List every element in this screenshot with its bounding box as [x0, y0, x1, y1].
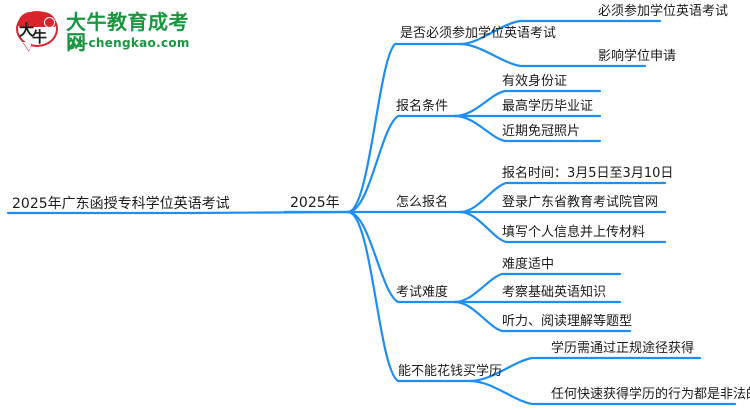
- mindmap-leaf-legit-channel-label: 学历需通过正规途径获得: [551, 341, 695, 356]
- bubble-tail-shape: [23, 42, 32, 51]
- logo-title: 大牛教育成考网: [66, 10, 189, 54]
- mindmap-branch-requirements[interactable]: 报名条件: [394, 100, 450, 116]
- mindmap-leaf-must-attend-label: 必须参加学位英语考试: [598, 4, 729, 19]
- mindmap-leaf-id-card[interactable]: 有效身份证: [500, 75, 569, 91]
- mindmap-leaf-photo-label: 近期免冠照片: [502, 124, 581, 139]
- mindmap-leaf-diploma-label: 最高学历毕业证: [502, 99, 594, 114]
- mindmap-leaf-moderate[interactable]: 难度适中: [500, 258, 556, 274]
- mindmap-leaf-fill-info-label: 填写个人信息并上传材料: [502, 225, 646, 240]
- mindmap-leaf-must-attend[interactable]: 必须参加学位英语考试: [596, 5, 730, 21]
- mindmap-branch-exam-required-label: 是否必须参加学位英语考试: [400, 26, 557, 41]
- mindmap-branch-buy-degree-label: 能不能花钱买学历: [398, 364, 503, 379]
- mindmap-leaf-photo[interactable]: 近期免冠照片: [500, 125, 582, 141]
- mindmap-branch-difficulty[interactable]: 考试难度: [394, 286, 450, 302]
- mindmap-node-2025[interactable]: 2025年: [288, 196, 342, 213]
- mindmap-branch-exam-required[interactable]: 是否必须参加学位英语考试: [398, 27, 558, 43]
- mindmap-leaf-apply-time[interactable]: 报名时间：3月5日至3月10日: [500, 167, 675, 183]
- logo-char-niu: 牛: [32, 28, 48, 46]
- mindmap-leaf-official-site[interactable]: 登录广东省教育考试院官网: [500, 196, 660, 212]
- mindmap-leaf-basic-english-label: 考察基础英语知识: [502, 285, 607, 300]
- mindmap-node-2025-label: 2025年: [290, 195, 340, 211]
- mindmap-leaf-question-types[interactable]: 听力、阅读理解等题型: [500, 315, 634, 331]
- mindmap-branch-requirements-label: 报名条件: [396, 99, 449, 114]
- mindmap-leaf-diploma[interactable]: 最高学历毕业证: [500, 100, 595, 116]
- mindmap-leaf-illegal-fast-label: 任何快速获得学历的行为都是非法的: [551, 387, 750, 402]
- mindmap-leaf-basic-english[interactable]: 考察基础英语知识: [500, 286, 608, 302]
- mindmap-leaf-illegal-fast[interactable]: 任何快速获得学历的行为都是非法的: [549, 388, 750, 404]
- mindmap-branch-difficulty-label: 考试难度: [396, 285, 449, 300]
- mindmap-branch-how-to-apply-label: 怎么报名: [396, 195, 449, 210]
- logo-url: gz-chengkao.com: [67, 36, 190, 50]
- mindmap-leaf-apply-time-label: 报名时间：3月5日至3月10日: [502, 166, 674, 181]
- logo-mark-icon: 大 牛: [14, 9, 60, 53]
- mindmap-branch-buy-degree[interactable]: 能不能花钱买学历: [396, 365, 504, 381]
- mindmap-root-label: 2025年广东函授专科学位英语考试: [12, 196, 230, 212]
- mindmap-leaf-legit-channel[interactable]: 学历需通过正规途径获得: [549, 342, 696, 358]
- mindmap-leaf-moderate-label: 难度适中: [502, 257, 555, 272]
- site-logo[interactable]: 大 牛 大牛教育成考网 gz-chengkao.com: [14, 6, 194, 56]
- logo-dot-icon: [44, 17, 55, 28]
- mindmap-leaf-id-card-label: 有效身份证: [502, 74, 568, 89]
- mindmap-leaf-fill-info[interactable]: 填写个人信息并上传材料: [500, 226, 647, 242]
- mindmap-leaf-affects-degree[interactable]: 影响学位申请: [596, 50, 678, 66]
- mindmap-leaf-affects-degree-label: 影响学位申请: [598, 49, 677, 64]
- mindmap-leaf-official-site-label: 登录广东省教育考试院官网: [502, 195, 659, 210]
- mindmap-leaf-question-types-label: 听力、阅读理解等题型: [502, 314, 633, 329]
- logo-char-da: 大: [19, 21, 35, 39]
- mindmap-root-node[interactable]: 2025年广东函授专科学位英语考试: [10, 197, 232, 214]
- mindmap-branch-how-to-apply[interactable]: 怎么报名: [394, 196, 450, 212]
